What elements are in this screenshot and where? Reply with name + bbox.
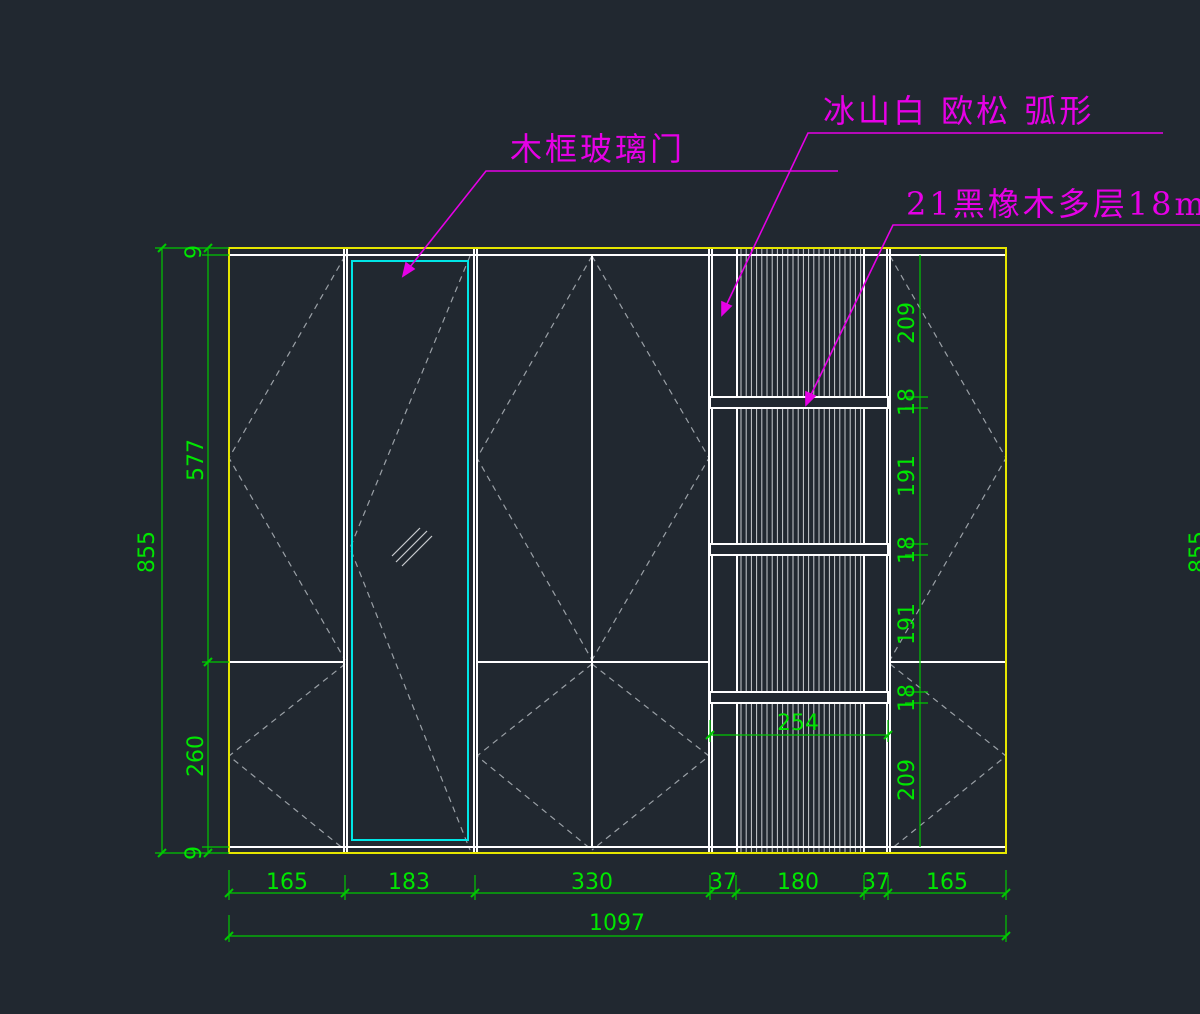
dim-left-top-gap: 9 xyxy=(182,245,207,259)
dim-right-cut: 855 xyxy=(1186,531,1200,573)
shelf-board-3 xyxy=(709,691,889,704)
cabinet-outline xyxy=(228,247,1007,854)
leader-arrow-finish xyxy=(721,300,733,317)
leader-finish xyxy=(723,132,1163,311)
dim-ticks xyxy=(157,243,1011,941)
dim-board-c: 18 xyxy=(895,684,920,712)
dim-shelf-b: 191 xyxy=(895,455,920,497)
dim-shelf-d: 209 xyxy=(895,759,920,801)
note-glass-door: 木框玻璃门 xyxy=(510,130,685,168)
leader-lines xyxy=(401,132,1200,407)
note-material: 21黑橡木多层18m xyxy=(906,185,1200,223)
dim-width-4: 37 xyxy=(709,870,737,895)
leader-glass-door xyxy=(405,170,838,273)
glass-door xyxy=(351,260,469,841)
leader-material xyxy=(807,224,1200,402)
glass-hatch xyxy=(391,527,433,567)
note-finish: 冰山白 欧松 弧形 xyxy=(823,92,1094,130)
dim-left-total: 855 xyxy=(135,531,160,573)
dim-board-b: 18 xyxy=(895,536,920,564)
leader-arrow-glass-door xyxy=(401,261,416,278)
dimension-lines xyxy=(155,243,1011,942)
dim-left-bottom-gap: 9 xyxy=(182,846,207,860)
dim-width-2: 183 xyxy=(388,870,430,895)
dim-shelf-a: 209 xyxy=(895,302,920,344)
dim-width-total: 1097 xyxy=(589,911,645,936)
cabinet-structure xyxy=(229,248,1006,853)
dim-width-3: 330 xyxy=(571,870,613,895)
leader-arrow-material xyxy=(805,390,817,407)
shelf-board-1 xyxy=(709,396,889,409)
dim-width-7: 165 xyxy=(926,870,968,895)
dim-inner-width: 254 xyxy=(777,711,819,736)
dim-width-1: 165 xyxy=(266,870,308,895)
dim-shelf-c: 191 xyxy=(895,603,920,645)
dim-left-lower: 260 xyxy=(184,735,209,777)
shelf-board-2 xyxy=(709,543,889,556)
shelves xyxy=(709,396,889,704)
swing-glass-door xyxy=(349,255,471,851)
dim-width-5: 180 xyxy=(777,870,819,895)
dim-width-6: 37 xyxy=(862,870,890,895)
dim-left-upper: 577 xyxy=(184,439,209,481)
dim-board-a: 18 xyxy=(895,388,920,416)
glass-door-frame xyxy=(351,260,469,841)
